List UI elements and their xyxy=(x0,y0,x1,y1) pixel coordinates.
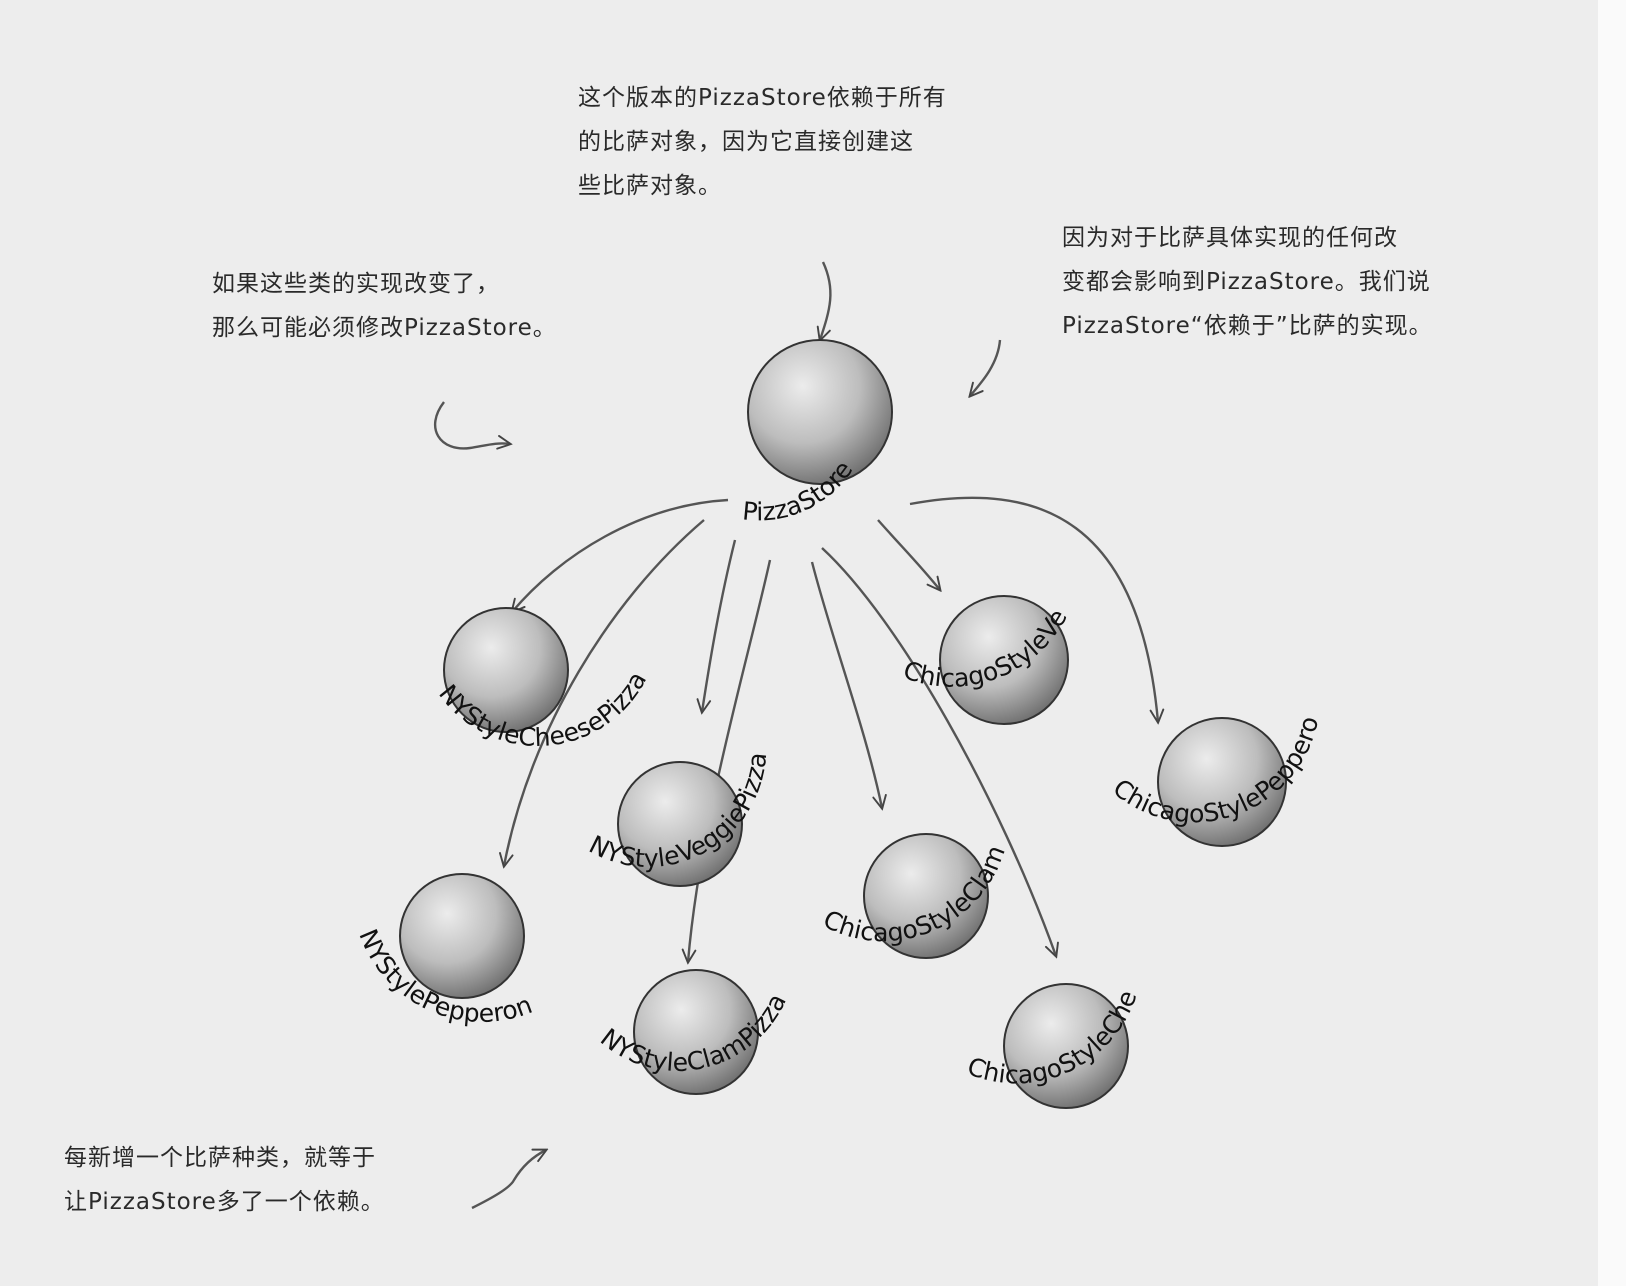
node-label: ChicagoStyleClamPizza xyxy=(0,0,1011,947)
ball-icon xyxy=(1003,983,1129,1109)
node-label-text: ChicagoStyleVeggiePizza xyxy=(0,0,1073,693)
ball-icon xyxy=(633,969,759,1095)
note-bottom: 每新增一个比萨种类，就等于 让PizzaStore多了一个依赖。 xyxy=(64,1136,385,1224)
node-label-text: ChicagoStylePepperoniPizza xyxy=(0,0,1324,828)
node-ny-style-cheese-pizza: NYStyleCheesePizza xyxy=(433,607,652,752)
note-right-line: 变都会影响到PizzaStore。我们说 xyxy=(1062,269,1431,295)
note-top-arrow xyxy=(820,261,832,340)
edge-ny-cheese xyxy=(512,498,729,612)
edge-ny-clam xyxy=(688,559,772,962)
edge-ny-veggie xyxy=(702,539,737,712)
note-left-arrow xyxy=(433,401,510,448)
node-label: ChicagoStyleVeggiePizza xyxy=(0,0,1073,693)
edge-ny-pepperoni xyxy=(504,519,705,866)
ball-icon xyxy=(1157,717,1287,847)
note-right-arrow xyxy=(970,339,1002,396)
page-edge xyxy=(1598,0,1626,1286)
edge-chicago-clam xyxy=(810,561,882,808)
note-right: 因为对于比萨具体实现的任何改 变都会影响到PizzaStore。我们说 Pizz… xyxy=(1062,216,1433,348)
node-label-text: ChicagoStyleClamPizza xyxy=(0,0,1011,947)
node-label: ChicagoStylePepperoniPizza xyxy=(0,0,1324,828)
note-right-line: 因为对于比萨具体实现的任何改 xyxy=(1062,225,1398,251)
node-chicago-style-cheese-pizza: ChicagoStyleCheesePizza xyxy=(0,0,1143,1109)
ball-icon xyxy=(863,833,989,959)
note-right-line: PizzaStore“依赖于”比萨的实现。 xyxy=(1062,313,1433,339)
edge-chicago-cheese xyxy=(821,547,1056,956)
node-ny-style-clam-pizza: NYStyleClamPizza xyxy=(595,969,792,1095)
node-ny-style-veggie-pizza: NYStyleVeggiePizza xyxy=(585,751,772,887)
note-top-line: 的比萨对象，因为它直接创建这 xyxy=(578,129,914,155)
ball-icon xyxy=(617,761,743,887)
ball-icon xyxy=(443,607,569,733)
node-chicago-style-pepperoni-pizza: ChicagoStylePepperoniPizza xyxy=(0,0,1324,847)
ball-icon xyxy=(939,595,1069,725)
node-chicago-style-clam-pizza: ChicagoStyleClamPizza xyxy=(0,0,1011,959)
ball-icon xyxy=(747,339,893,485)
note-bottom-arrow xyxy=(471,1150,546,1210)
node-ny-style-pepperoni-pizza: NYStylePepperoniPizza xyxy=(0,0,536,1028)
note-left: 如果这些类的实现改变了， 那么可能必须修改PizzaStore。 xyxy=(212,262,557,350)
note-bottom-line: 每新增一个比萨种类，就等于 xyxy=(64,1145,376,1171)
edge-chicago-veggie xyxy=(877,519,940,590)
edge-chicago-pepperoni xyxy=(909,496,1158,722)
ball-icon xyxy=(399,873,525,999)
note-top-line: 这个版本的PizzaStore依赖于所有 xyxy=(578,85,947,111)
note-top-line: 些比萨对象。 xyxy=(578,173,722,199)
note-left-line: 如果这些类的实现改变了， xyxy=(212,271,500,297)
note-top: 这个版本的PizzaStore依赖于所有 的比萨对象，因为它直接创建这 些比萨对… xyxy=(578,76,947,208)
node-pizza-store: PizzaStore xyxy=(741,339,893,527)
note-bottom-line: 让PizzaStore多了一个依赖。 xyxy=(64,1189,385,1215)
note-left-line: 那么可能必须修改PizzaStore。 xyxy=(212,315,557,341)
